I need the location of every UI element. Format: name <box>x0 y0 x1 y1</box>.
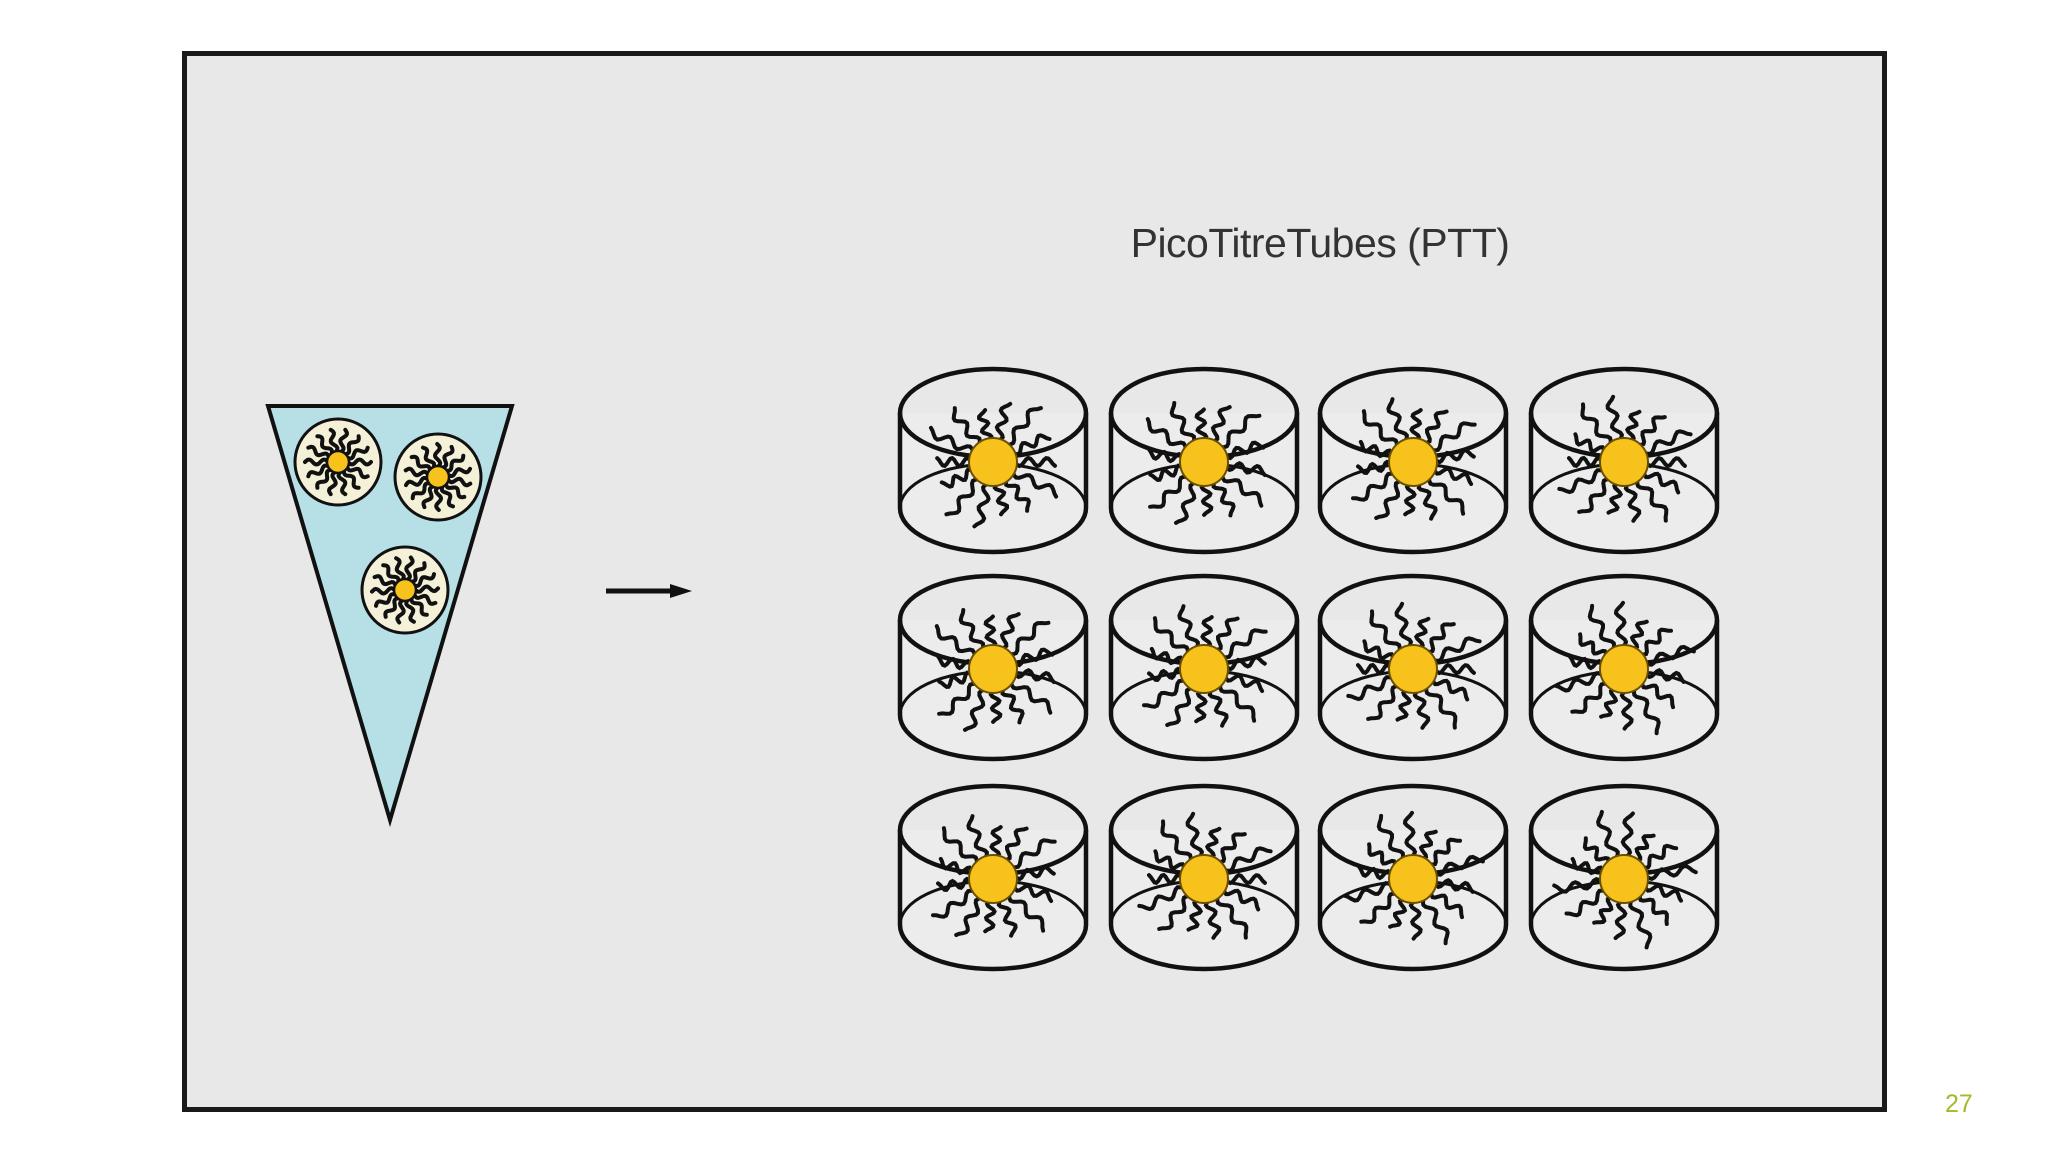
ptt-title: PicoTitreTubes (PTT) <box>1005 220 1635 267</box>
reaction-tube-icon <box>268 406 512 820</box>
picotitre-well-icon <box>1320 786 1506 969</box>
bead-icon <box>362 547 448 633</box>
bead-icon <box>295 419 381 505</box>
picotitre-well-icon <box>1320 369 1506 552</box>
picotitre-well-icon <box>1531 786 1717 969</box>
picotitre-well-icon <box>1111 576 1297 759</box>
arrow-right-icon <box>606 584 692 598</box>
slide-number: 27 <box>1945 1090 1973 1119</box>
bead-icon <box>395 434 481 520</box>
picotitre-well-icon <box>900 576 1086 759</box>
picotitre-grid <box>900 369 1717 969</box>
picotitre-well-icon <box>1531 576 1717 759</box>
picotitre-well-icon <box>1111 369 1297 552</box>
picotitre-well-icon <box>1320 576 1506 759</box>
picotitre-well-icon <box>1531 369 1717 552</box>
picotitre-well-icon <box>1111 786 1297 969</box>
picotitre-well-icon <box>900 369 1086 552</box>
picotitre-well-icon <box>900 786 1086 969</box>
